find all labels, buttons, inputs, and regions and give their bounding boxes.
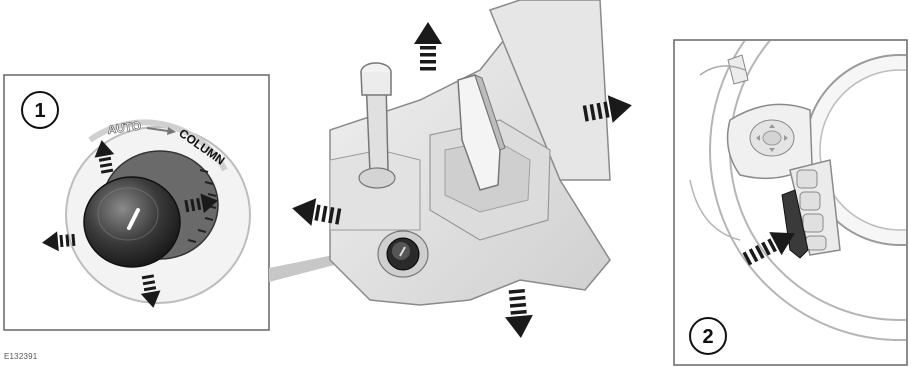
panel-left: AUTO COLUMN [4,75,269,330]
column-adjust-knob [378,231,428,277]
svg-text:2: 2 [702,326,713,348]
arrow-down-icon [503,288,535,339]
callout-2: 2 [690,318,726,354]
panel-right: 2 [674,0,911,365]
steering-column [290,0,635,339]
svg-text:1: 1 [34,100,45,122]
steering-dpad [750,120,794,156]
figure-code: E132391 [4,352,37,361]
arrow-up-icon [414,22,442,71]
callout-1: 1 [22,92,58,128]
